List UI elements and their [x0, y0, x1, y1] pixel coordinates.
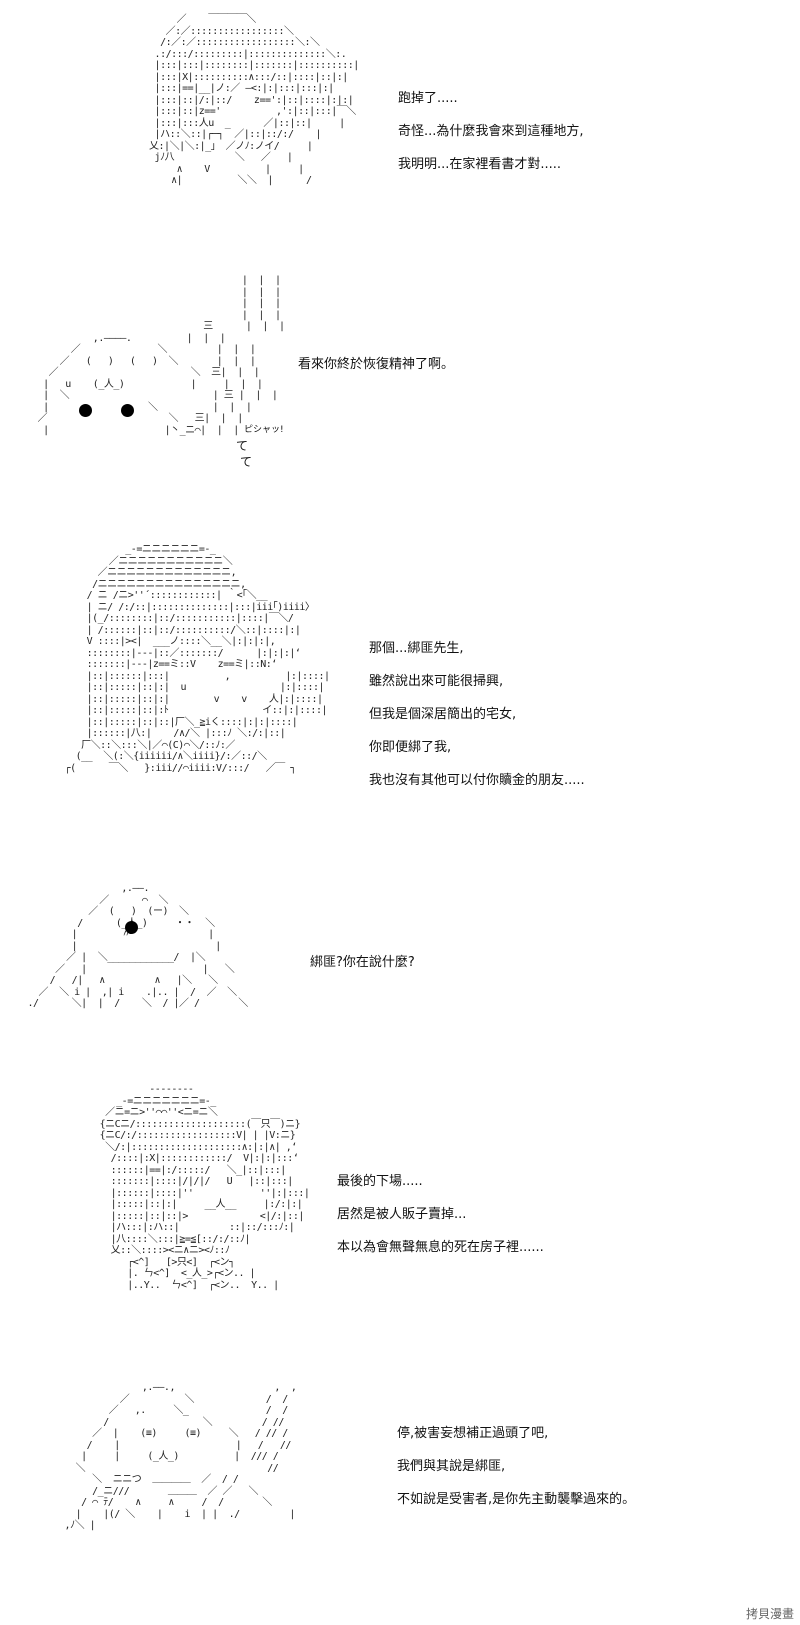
ascii-art-girl-long-hair: ／ ￣￣￣￣＼ ／:／:::::::::::::::::＼ /:／:／:::::… — [149, 14, 359, 186]
panel-4: ,.――. ／ ⌒ ＼ ／ ( ) (ー) ＼ / (_人_) ・・ ＼ | 〃… — [0, 855, 800, 1070]
dialog-line: 不如說是受害者,是你先主動襲擊過來的。 — [397, 1492, 636, 1507]
creature-right-eye — [121, 404, 134, 417]
creature-left-eye — [79, 404, 92, 417]
creature-eye — [125, 921, 138, 934]
watermark: 拷貝漫畫 — [745, 1607, 794, 1621]
panel-2: | | | | | | | | | | | | 三 — [0, 265, 800, 510]
panel-4-dialog: 綁匪?你在說什麼? — [310, 946, 415, 979]
dialog-line: 綁匪?你在說什麼? — [310, 955, 415, 970]
sfx-te-2: て — [240, 455, 253, 469]
dialog-line: 最後的下場..... — [337, 1174, 423, 1189]
ascii-art-girl-hat-despair: -------- _-=ニニニニニニニ=-_ ／ニ=ニ>''⌒⌒''<ニ=ニ＼ … — [99, 1084, 310, 1291]
dialog-line: 雖然說出來可能很掃興, — [369, 674, 504, 689]
ascii-art-girl-hat-chained: _-=ニニニニニニ=-_ ／ニニニニニニニニニニニ＼ ／ニニニニニニニニニニニニ… — [64, 544, 330, 774]
panel-2-dialog: 看來你終於恢復精神了啊。 — [298, 348, 454, 381]
dialog-line: 本以為會無聲無息的死在房子裡...... — [337, 1240, 544, 1255]
ascii-art-round-creature-with-stick: ,.――., , , ／ ＼ / / ／ ,. ＼_ / / / ＼ / // … — [64, 1382, 297, 1531]
sfx-te-1: て — [236, 439, 249, 453]
dialog-line: 我明明...在家裡看書才對..... — [398, 157, 562, 172]
panel-5: -------- _-=ニニニニニニニ=-_ ／ニ=ニ>''⌒⌒''<ニ=ニ＼ … — [0, 1070, 800, 1360]
dialog-line: 我也沒有其他可以付你贖金的朋友..... — [369, 773, 585, 788]
panel-5-dialog: 最後的下場..... 居然是被人販子賣掉... 本以為會無聲無息的死在房子裡..… — [337, 1165, 544, 1264]
panel-3: _-=ニニニニニニ=-_ ／ニニニニニニニニニニニ＼ ／ニニニニニニニニニニニニ… — [0, 510, 800, 855]
ascii-art-round-creature-at-door: | | | | | | | | | | | | 三 — [37, 275, 285, 436]
dialog-line: 居然是被人販子賣掉... — [337, 1207, 467, 1222]
panel-6-dialog-block: 停,被害妄想補正過頭了吧, 我們與其說是綁匪, 不如說是受害者,是你先主動襲擊過… — [397, 1417, 635, 1516]
panel-6: ,.――., , , ／ ＼ / / ／ ,. ＼_ / / / ＼ / // … — [0, 1360, 800, 1625]
sfx-pishatt: ピシャッ! — [244, 425, 284, 435]
dialog-line: 跑掉了..... — [398, 91, 458, 106]
dialog-line: 奇怪...為什麼我會來到這種地方, — [398, 124, 584, 139]
ascii-art-round-creature-confused: ,.――. ／ ⌒ ＼ ／ ( ) (ー) ＼ / (_人_) ・・ ＼ | 〃… — [27, 883, 249, 1009]
dialog-line: 你即便綁了我, — [369, 740, 452, 755]
panel-1-dialog: 跑掉了..... 奇怪...為什麼我會來到這種地方, 我明明...在家裡看書才對… — [398, 82, 584, 181]
panel-1: ／ ￣￣￣￣＼ ／:／:::::::::::::::::＼ /:／:／:::::… — [0, 0, 800, 265]
dialog-line: 我們與其說是綁匪, — [397, 1459, 506, 1474]
dialog-line: 停,被害妄想補正過頭了吧, — [397, 1426, 549, 1441]
dialog-line: 那個...綁匪先生, — [369, 641, 464, 656]
panel-3-dialog: 那個...綁匪先生, 雖然說出來可能很掃興, 但我是個深居簡出的宅女, 你即便綁… — [369, 632, 585, 797]
dialog-line: 但我是個深居簡出的宅女, — [369, 707, 517, 722]
dialog-line: 看來你終於恢復精神了啊。 — [298, 357, 455, 372]
